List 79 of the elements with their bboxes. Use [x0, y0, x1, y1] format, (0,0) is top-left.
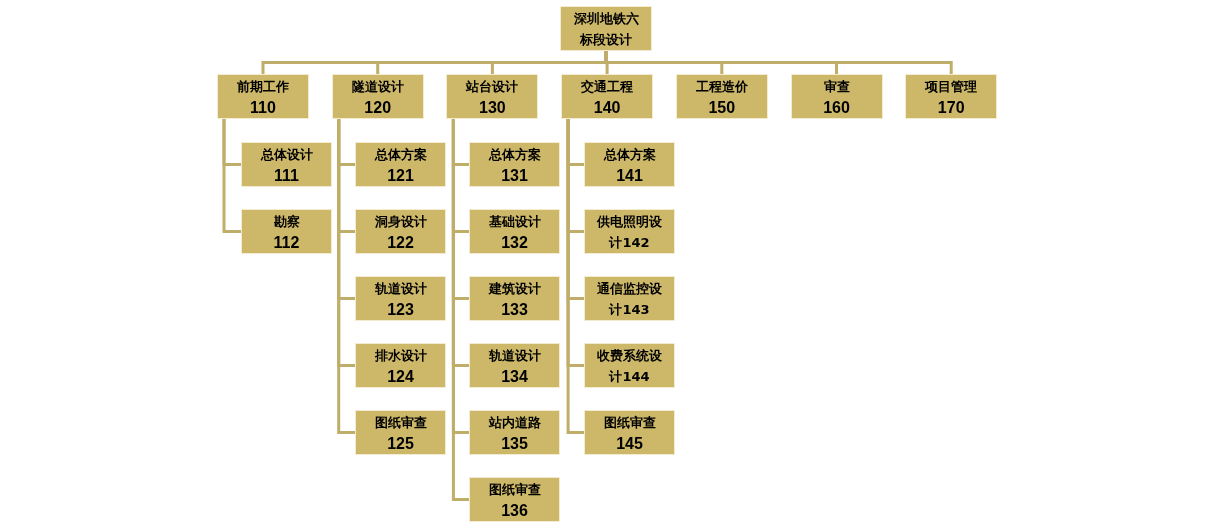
box-title: 图纸审查 — [374, 413, 427, 432]
org-chart-box — [584, 343, 675, 388]
org-chart-box — [584, 276, 675, 321]
org-chart-box — [584, 142, 675, 187]
connector-line — [337, 119, 355, 434]
box-title: 建筑设计 — [488, 279, 541, 298]
box-code: 112 — [273, 232, 300, 253]
box-title: 项目管理 — [925, 77, 978, 96]
box-code: 123 — [387, 299, 414, 320]
box-title: 供电照明设计142 — [595, 212, 663, 252]
org-chart-box — [584, 209, 675, 254]
org-chart-box — [584, 410, 675, 455]
org-chart-box — [469, 343, 560, 388]
box-title: 总体方案 — [374, 145, 427, 164]
org-chart-box — [469, 209, 560, 254]
box-title: 图纸审查 — [488, 480, 541, 499]
org-chart-box — [331, 74, 424, 119]
box-code: 124 — [387, 366, 414, 387]
box-title: 站内道路 — [488, 413, 541, 432]
box-code: 111 — [274, 165, 299, 186]
connector-line — [451, 119, 469, 501]
box-title: 图纸审查 — [603, 413, 656, 432]
org-chart-box — [355, 276, 446, 321]
org-chart-box — [561, 74, 654, 119]
box-code: 145 — [616, 433, 643, 454]
box-code: 133 — [501, 299, 528, 320]
org-chart-box — [217, 74, 309, 119]
org-chart-box — [355, 209, 446, 254]
box-code: 134 — [501, 366, 528, 387]
box-code: 136 — [501, 500, 528, 521]
box-title: 总体设计 — [260, 145, 313, 164]
box-code: 140 — [593, 97, 621, 118]
org-chart-box — [905, 74, 998, 119]
org-chart-box — [355, 410, 446, 455]
box-title: 总体方案 — [488, 145, 541, 164]
box-code: 170 — [937, 97, 965, 118]
box-title: 总体方案 — [603, 145, 656, 164]
box-title: 审查 — [823, 77, 850, 96]
box-code: 141 — [616, 165, 643, 186]
box-code: 122 — [387, 232, 414, 253]
box-code: 132 — [501, 232, 528, 253]
box-title: 深圳地铁六标段设计 — [572, 9, 640, 49]
box-title: 洞身设计 — [374, 212, 427, 231]
box-code: 131 — [501, 165, 528, 186]
box-code: 160 — [823, 97, 850, 118]
box-title: 排水设计 — [374, 346, 427, 365]
box-title: 交通工程 — [581, 77, 634, 96]
box-title: 前期工作 — [237, 77, 289, 96]
box-title: 隧道设计 — [351, 77, 404, 96]
connector-line — [604, 51, 953, 74]
box-title: 轨道设计 — [488, 346, 541, 365]
box-title: 勘察 — [273, 212, 300, 231]
box-title: 站台设计 — [466, 77, 519, 96]
org-chart-box — [469, 410, 560, 455]
box-title: 基础设计 — [488, 212, 541, 231]
org-chart-box — [355, 343, 446, 388]
connector-line — [566, 119, 584, 434]
box-code: 150 — [708, 97, 736, 118]
box-title: 工程造价 — [695, 77, 748, 96]
box-code: 121 — [387, 165, 414, 186]
box-title: 轨道设计 — [374, 279, 427, 298]
box-title: 通信监控设计143 — [596, 279, 663, 319]
org-chart-box — [355, 142, 446, 187]
box-code: 110 — [250, 97, 276, 118]
box-code: 135 — [501, 433, 528, 454]
org-chart-box — [469, 477, 560, 522]
connector-line — [222, 119, 241, 233]
box-code: 125 — [387, 433, 414, 454]
org-chart-box — [446, 74, 539, 119]
org-chart-box — [241, 209, 332, 254]
box-title: 收费系统设计144 — [596, 346, 663, 386]
org-chart-box — [790, 74, 883, 119]
box-code: 120 — [364, 97, 392, 118]
org-chart-box — [469, 276, 560, 321]
box-code: 130 — [479, 97, 506, 118]
org-chart-box — [469, 142, 560, 187]
root-box — [560, 6, 652, 51]
org-chart-box — [675, 74, 768, 119]
org-chart-box — [241, 142, 332, 187]
